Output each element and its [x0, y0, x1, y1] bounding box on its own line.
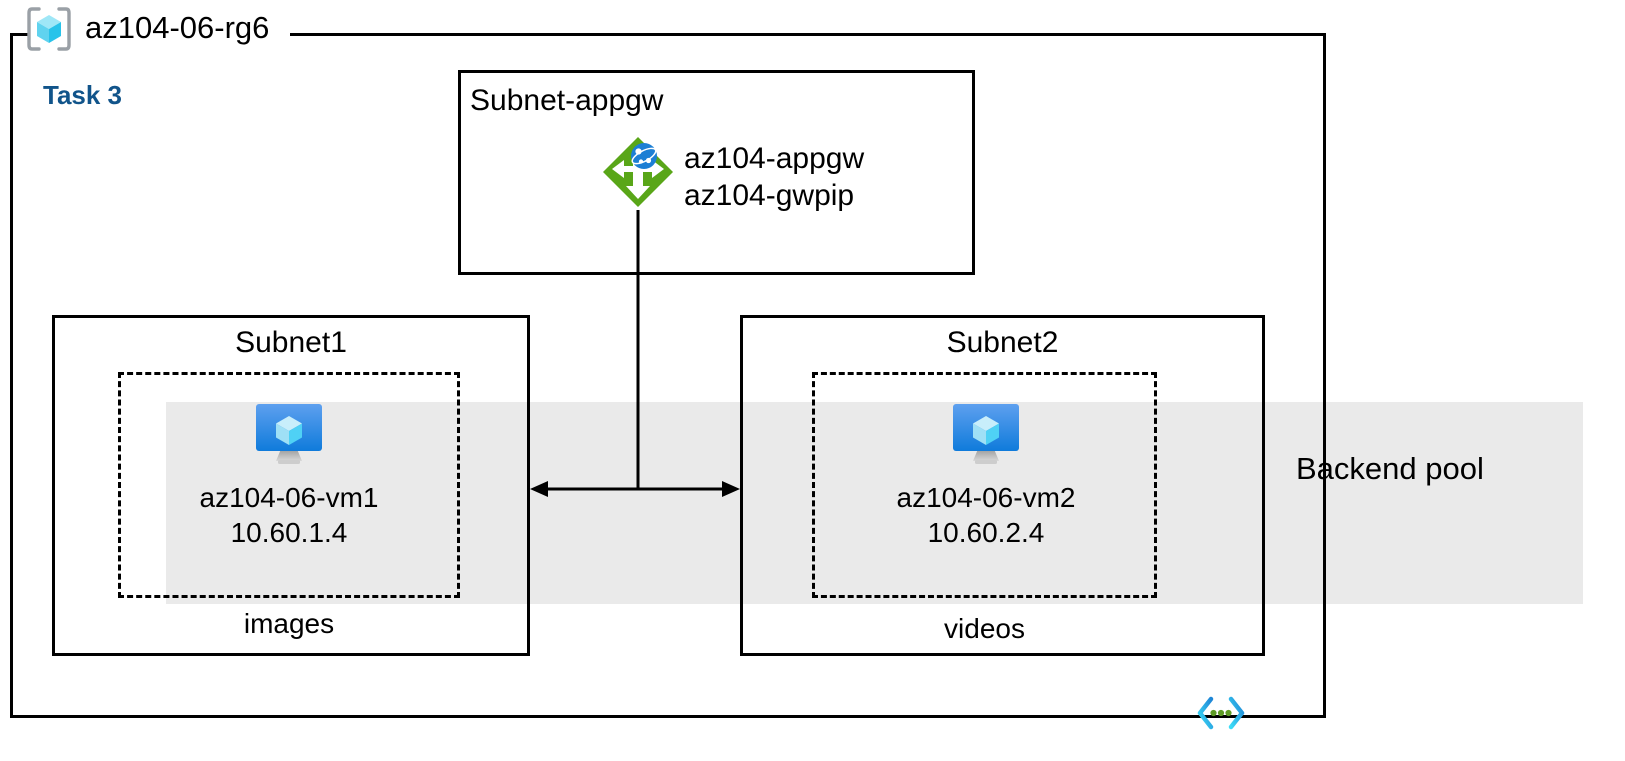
resource-group-border-top-left: [10, 33, 28, 36]
subnet1-caption: images: [243, 608, 335, 639]
subnet2-box: [740, 315, 1265, 656]
resource-group-border-right: [1323, 33, 1326, 718]
task-label: Task 3: [43, 80, 123, 110]
application-gateway-icon: [603, 137, 673, 207]
vm2-block: az104-06-vm2 10.60.2.4: [857, 400, 1115, 550]
virtual-machine-icon: [256, 404, 322, 464]
subnet1-title: Subnet1: [235, 326, 347, 359]
subnet2-dashed-group: [812, 372, 1157, 598]
subnet1-dashed-group: [118, 372, 460, 598]
subnet1-box: [52, 315, 530, 656]
subnet-appgw-box: [458, 70, 975, 275]
resource-group-title: az104-06-rg6: [85, 10, 270, 45]
resource-group-border-top-right: [290, 33, 1326, 36]
arm-template-code-icon[interactable]: [1196, 696, 1246, 730]
vm2-name: az104-06-vm2: [896, 482, 1076, 513]
resource-group-border-left: [10, 33, 13, 718]
resource-group-cube-icon: [27, 7, 71, 51]
subnet2-caption: videos: [944, 613, 1025, 644]
backend-pool-label: Backend pool: [1296, 451, 1484, 486]
vm1-name: az104-06-vm1: [199, 482, 379, 513]
appgw-resource-labels: az104-appgw az104-gwpip: [684, 140, 864, 214]
subnet-appgw-title: Subnet-appgw: [470, 84, 664, 117]
vm1-block: az104-06-vm1 10.60.1.4: [160, 400, 418, 550]
appgw-label-appgw: az104-appgw: [684, 142, 865, 175]
vm2-ip: 10.60.2.4: [927, 517, 1045, 548]
subnet2-title: Subnet2: [946, 326, 1059, 359]
backend-pool-band: [166, 402, 1583, 604]
vm1-ip: 10.60.1.4: [230, 517, 348, 548]
resource-group-border-bottom: [10, 715, 1326, 718]
appgw-label-gwpip: az104-gwpip: [684, 179, 855, 212]
virtual-machine-icon: [953, 404, 1019, 464]
